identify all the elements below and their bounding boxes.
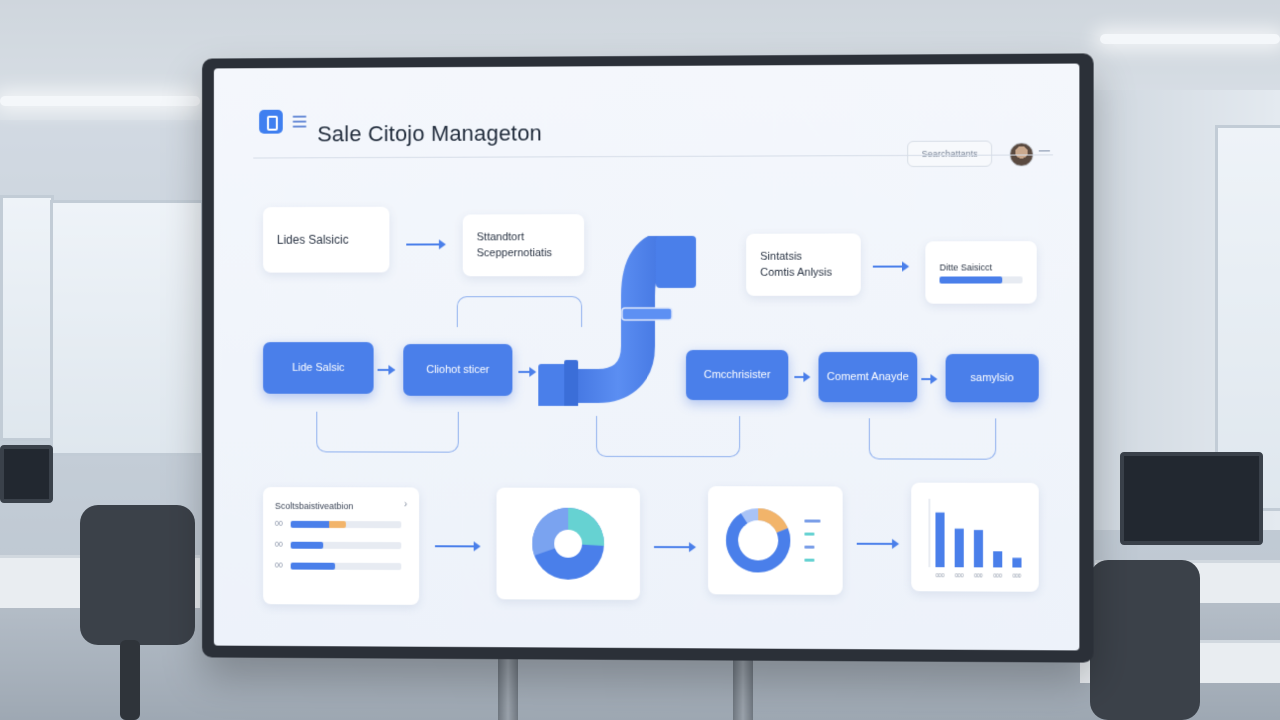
distribution-row-fill (290, 562, 335, 570)
distribution-row[interactable]: 00 (275, 563, 407, 570)
arrow-top-2 (872, 265, 908, 268)
top-card-standort-line1: Sttandtort (476, 231, 525, 244)
bar-chart-bar (954, 528, 964, 568)
arrow-bottom-2 (653, 546, 695, 549)
menu-icon[interactable] (292, 115, 307, 130)
background-monitor-left (0, 445, 53, 503)
node-samylsio-label: samylsio (970, 372, 1014, 385)
node-cliohot-label: Cliohot sticer (426, 363, 490, 376)
office-window-right (1215, 125, 1280, 511)
node-lide-salsic-label: Lide Salsic (292, 361, 345, 374)
bar-chart-tick-label: 000 (974, 573, 983, 579)
arrow-top-1 (406, 243, 444, 246)
arrow-mid-1 (377, 368, 394, 371)
distribution-row-track (290, 541, 402, 550)
node-cmcchrisister[interactable]: Cmcchrisister (686, 349, 789, 401)
top-card-ditte-progress-fill (939, 275, 1002, 284)
connector-bottom-left (316, 411, 459, 453)
app-logo-icon (259, 109, 283, 134)
node-comemt-label: Comemt Anayde (826, 371, 909, 384)
bar-chart-tick-label: 000 (955, 573, 964, 579)
top-card-analysis-line1: Sintatsis (760, 250, 802, 263)
bar-chart-tick-label: 000 (1013, 574, 1022, 580)
arrow-mid-3 (794, 376, 809, 379)
distribution-row-label: 00 (274, 541, 283, 549)
legend-item-1 (804, 519, 821, 523)
panel-distribution-list[interactable]: Scoltsbaistiveatbion 00 00 00 › (263, 487, 420, 605)
pie-chart-icon (532, 507, 605, 580)
bar-chart-bar (935, 512, 945, 568)
legend-item-4 (804, 558, 815, 562)
bar-chart-bar (1012, 557, 1022, 568)
top-card-lides-label: Lides Salsicic (276, 232, 349, 247)
connector-bottom-center (596, 415, 741, 458)
app-screen: Sale Citojo Manageton Searchattants Lide… (213, 63, 1080, 651)
connector-bottom-right (868, 418, 997, 460)
bar-chart-tick-label: 000 (936, 573, 945, 579)
distribution-row[interactable]: 00 (274, 520, 407, 529)
pipe-icon (538, 235, 696, 407)
legend-item-2 (804, 532, 815, 536)
top-card-ditte-progress-track (939, 275, 1023, 284)
distribution-row-track (290, 562, 402, 570)
arrow-bottom-1 (434, 545, 479, 548)
distribution-row-fill (290, 520, 346, 529)
background-monitor-right (1120, 452, 1263, 545)
arrow-bottom-3 (856, 542, 898, 545)
panel-donut-chart[interactable] (708, 486, 843, 595)
top-card-analysis[interactable]: Sintatsis Comtis Anlysis (746, 233, 861, 296)
distribution-row-label: 00 (274, 562, 283, 570)
node-comemt[interactable]: Comemt Anayde (818, 351, 918, 403)
bar-chart: 000 000 000 000 000 (921, 493, 1022, 580)
node-cmcchrisister-label: Cmcchrisister (703, 369, 771, 382)
page-title: Sale Citojo Manageton (317, 120, 543, 147)
bar-chart-bar (973, 529, 984, 568)
node-cliohot[interactable]: Cliohot sticer (403, 344, 513, 396)
bar-chart-tick-label: 000 (993, 573, 1002, 579)
ceiling-light-right (1100, 34, 1280, 44)
distribution-rows: 00 00 00 (275, 521, 407, 570)
top-card-ditte[interactable]: Ditte Saisicct (925, 241, 1037, 304)
arrow-mid-2 (518, 370, 535, 373)
office-window-left-2 (50, 200, 204, 456)
top-card-analysis-line2: Comtis Anlysis (760, 266, 833, 279)
node-lide-salsic[interactable]: Lide Salsic (263, 342, 374, 394)
office-chair-left (80, 505, 195, 645)
ceiling-light-left (0, 96, 200, 106)
legend-item-3 (804, 545, 815, 549)
display-monitor: Sale Citojo Manageton Searchattants Lide… (202, 53, 1094, 663)
office-chair-right (1090, 560, 1200, 720)
distribution-row-fill (290, 541, 324, 549)
arrow-mid-4 (921, 378, 936, 381)
bar-chart-bar (993, 551, 1003, 568)
top-card-lides[interactable]: Lides Salsicic (263, 206, 390, 273)
donut-chart-icon (722, 504, 794, 576)
distribution-row[interactable]: 00 (274, 541, 407, 550)
donut-legend (804, 519, 821, 562)
node-samylsio[interactable]: samylsio (945, 353, 1039, 403)
panel-bar-chart[interactable]: 000 000 000 000 000 (911, 482, 1039, 592)
panel-distribution-title: Scoltsbaistiveatbion (274, 500, 354, 512)
panel-pie-chart[interactable] (496, 487, 641, 600)
top-card-ditte-title: Ditte Saisicct (939, 261, 993, 273)
office-window-left (0, 195, 54, 441)
distribution-row-label: 00 (274, 520, 283, 528)
chevron-right-icon[interactable]: › (403, 499, 408, 511)
display-stand-left (498, 640, 518, 720)
distribution-row-track (290, 520, 402, 529)
office-chair-left-base (120, 640, 140, 720)
